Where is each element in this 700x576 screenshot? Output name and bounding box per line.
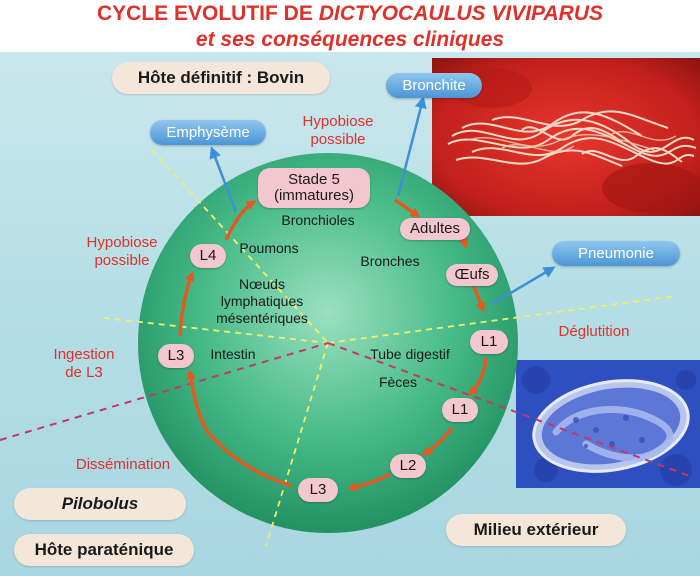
l4-node: L4 (190, 244, 226, 268)
l3-left-node: L3 (158, 344, 194, 368)
adults-node: Adultes (400, 218, 470, 240)
stage5-immature-node: Stade 5 (immatures) (258, 168, 370, 208)
bronchi-label: Bronches (360, 253, 420, 269)
pilobolus-label: Pilobolus (14, 488, 186, 520)
bronchitis-label: Bronchite (386, 73, 482, 98)
yellow-dashed-lines (103, 149, 677, 547)
dissemination-label: Dissémination (75, 456, 171, 473)
parasite-name: DICTYOCAULUS VIVIPARUS (318, 2, 603, 25)
hypobiosis-top-label: Hypobiose possible (302, 113, 374, 148)
digestive-tube-label: Tube digestif (370, 346, 450, 362)
paratenic-host-label: Hôte paraténique (14, 534, 194, 566)
bronchioles-label: Bronchioles (281, 212, 355, 228)
pneumonia-label: Pneumonie (552, 241, 680, 266)
l1-outside-node: L1 (442, 398, 478, 422)
larva-micrograph (516, 360, 700, 488)
hypobiosis-left-label: Hypobiose possible (86, 234, 158, 269)
l3-bottom-node: L3 (298, 478, 338, 502)
eggs-node: Œufs (446, 264, 498, 286)
clinical-arrows (209, 96, 556, 306)
swallowing-label: Déglutition (558, 323, 630, 340)
external-environment-label: Milieu extérieur (446, 514, 626, 546)
l1-gut-node: L1 (470, 330, 508, 354)
diagram-title-line2: et ses conséquences cliniques (195, 28, 505, 51)
cycle-arrows (178, 198, 488, 492)
lungs-label: Poumons (239, 240, 299, 256)
emphysema-label: Emphysème (150, 120, 266, 145)
intestine-label: Intestin (210, 346, 256, 362)
diagram-title-line1: CYCLE EVOLUTIF DE DICTYOCAULUS VIVIPARUS (97, 2, 603, 25)
egg-larva-image (516, 360, 700, 488)
definitive-host-label: Hôte définitif : Bovin (112, 62, 330, 94)
ingestion-label: Ingestion de L3 (53, 346, 115, 381)
feces-label: Fèces (378, 374, 418, 390)
magenta-dashed-lines (0, 342, 691, 477)
lymph-nodes-label: Nœuds lymphatiques mésentériques (216, 276, 308, 326)
l2-node: L2 (390, 454, 426, 478)
